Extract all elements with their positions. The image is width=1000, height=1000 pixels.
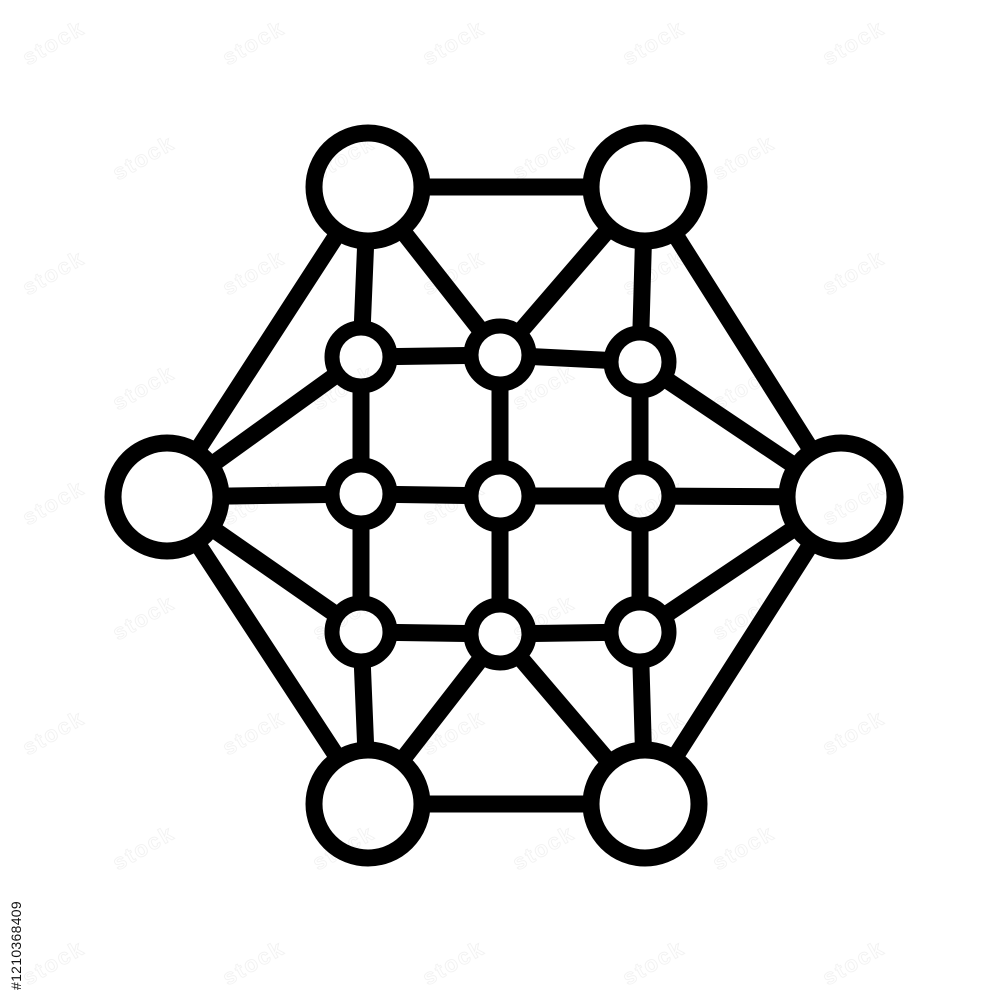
large-node-l xyxy=(104,434,230,560)
small-node-s11 xyxy=(324,320,398,394)
large-node-r xyxy=(778,434,904,560)
small-node-s22 xyxy=(463,459,537,533)
small-node-s21 xyxy=(324,457,398,531)
small-node-s32 xyxy=(463,597,537,671)
small-node-s13 xyxy=(603,325,677,399)
small-node-s33 xyxy=(603,595,677,669)
small-node-s23 xyxy=(603,459,677,533)
large-node-bl xyxy=(305,741,431,867)
small-node-s12 xyxy=(463,318,537,392)
stock-id: #1210368409 xyxy=(8,901,24,990)
large-node-tr xyxy=(582,124,708,250)
large-node-tl xyxy=(305,124,431,250)
nodes xyxy=(104,124,904,867)
large-node-br xyxy=(582,741,708,867)
small-node-s31 xyxy=(324,595,398,669)
